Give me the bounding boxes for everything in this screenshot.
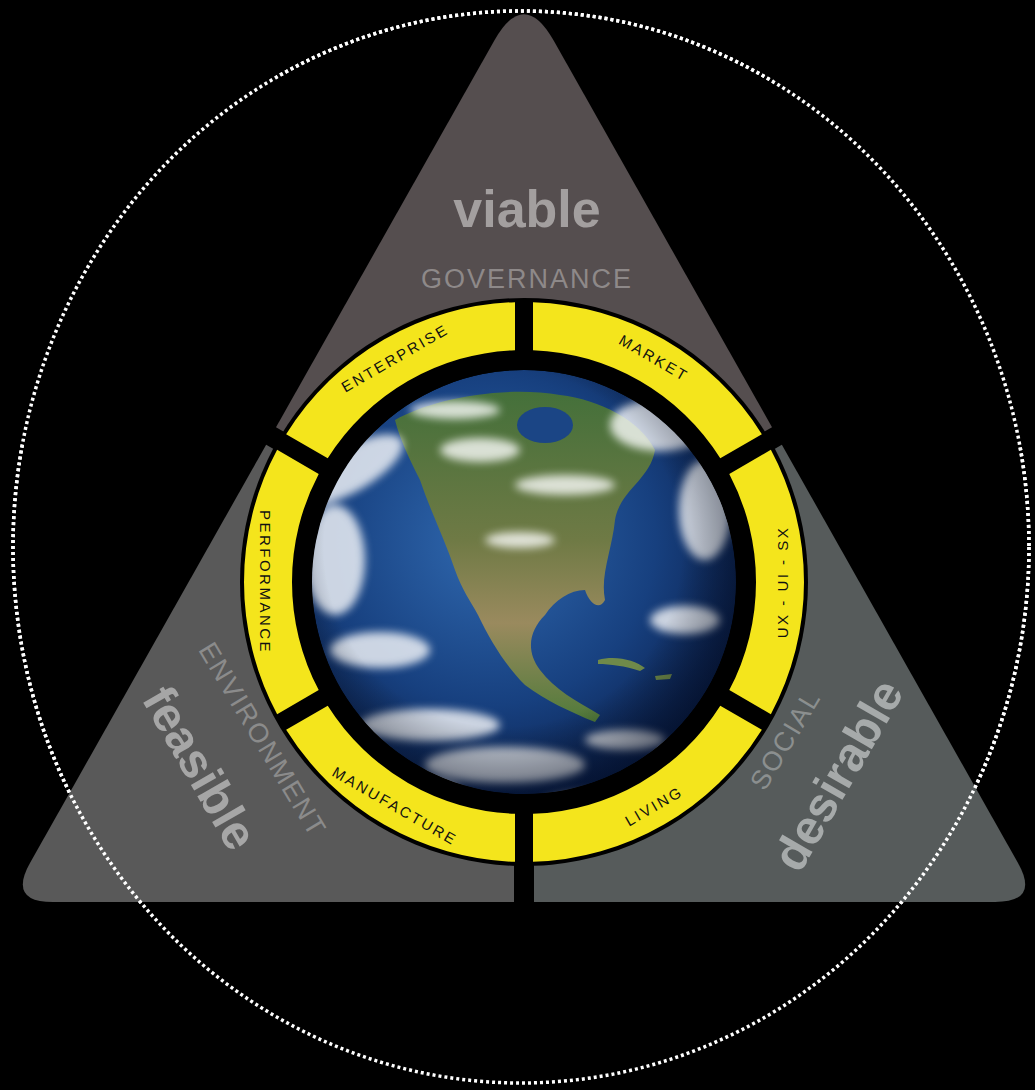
ring-segment-shape [533, 302, 764, 461]
segment-fill [533, 302, 762, 458]
node-label: GOVERNANCE [421, 264, 633, 295]
node-label: viable [453, 180, 600, 240]
region-fill [276, 14, 772, 570]
ring-segment: ENTERPRISE [286, 302, 517, 461]
region-fill [23, 445, 514, 902]
dotted-circle [13, 11, 1029, 1083]
dotted-circle [13, 444, 516, 904]
triangle-region: viableGOVERNANCE [276, 0, 774, 573]
dotted-circle [534, 444, 1029, 904]
ring-segment-shape [286, 302, 517, 461]
segment-fill [286, 302, 515, 458]
triangle-region: feasibleENVIRONMENT [8, 444, 516, 904]
triangle-region: desirableSOCIAL [534, 444, 1035, 904]
dotted-circle [276, 11, 774, 573]
ring-segment: MARKET [533, 302, 764, 461]
